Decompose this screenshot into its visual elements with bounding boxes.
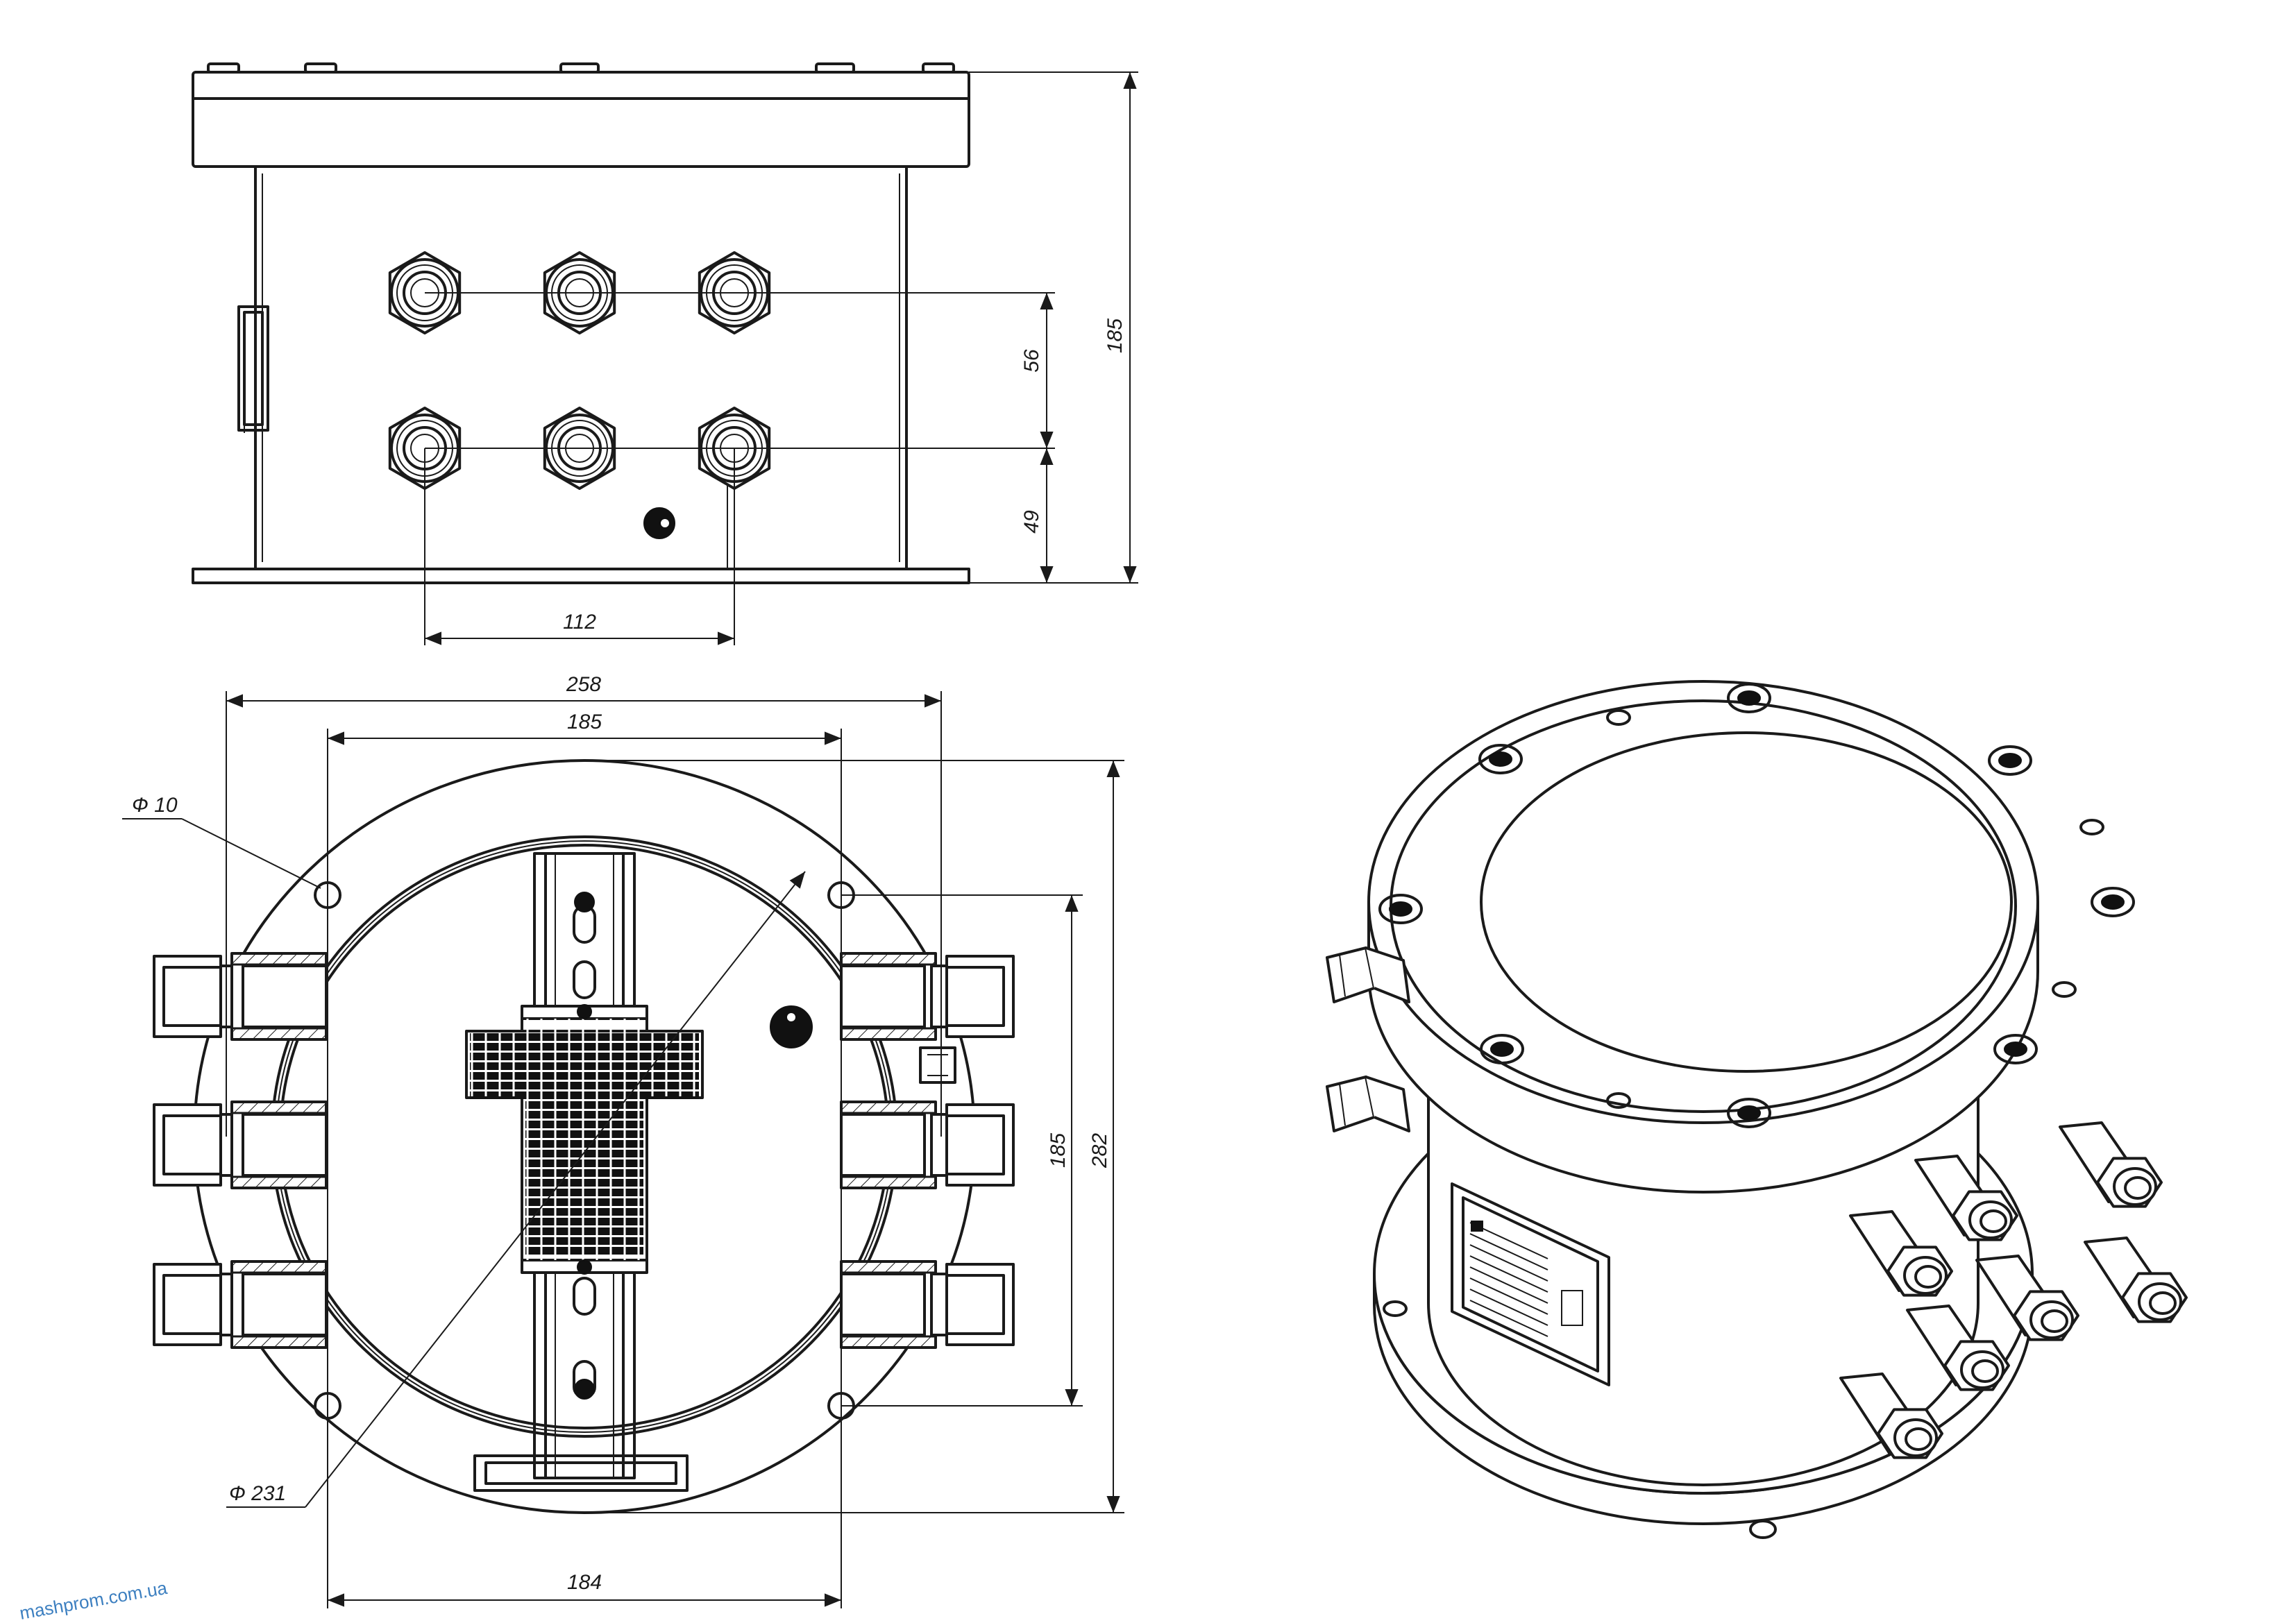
bottom-bracket [473, 1454, 689, 1492]
cable-gland [388, 407, 462, 490]
lid-hole [2079, 819, 2104, 835]
lid-bolt [1378, 894, 1423, 924]
lid-bolt [1993, 1034, 2038, 1064]
watermark-text: mashprom.com.ua [18, 1577, 169, 1623]
lid-bolt [2091, 887, 2135, 917]
iso-cable-gland [1326, 1076, 1410, 1132]
hole-diameter-label: Ф 10 [132, 794, 178, 817]
iso-cable-gland [2059, 1121, 2163, 1208]
cable-gland-right [840, 952, 1015, 1041]
lid-hole [1606, 709, 1631, 726]
dim-112-label: 112 [563, 611, 596, 634]
terminal-block [465, 1004, 704, 1275]
lid-bolt [1480, 1034, 1524, 1064]
iso-cable-gland [1906, 1305, 2010, 1391]
iso-cable-gland [1849, 1210, 1953, 1297]
cable-gland [388, 251, 462, 334]
lid-bolt [1478, 744, 1523, 774]
dim-258-label: 258 [566, 673, 601, 696]
cable-gland-left [153, 952, 328, 1041]
lid-bolt [1988, 745, 2032, 776]
nameplate [1451, 1182, 1610, 1386]
cable-gland-left [153, 1260, 328, 1349]
dim-49-label: 49 [1020, 510, 1043, 534]
cable-gland-right [840, 1101, 1015, 1189]
plan-side-lug [919, 1046, 956, 1084]
isometric-view [1326, 680, 2188, 1539]
iso-cable-gland [1326, 946, 1410, 1003]
plan-earth-screw [769, 1005, 813, 1048]
lid-bolt-heads [207, 62, 955, 74]
dim-56-label: 56 [1020, 349, 1043, 373]
cable-gland [543, 251, 616, 334]
lid-hole [2052, 981, 2077, 998]
nameplate-markings [1469, 1221, 1583, 1348]
cable-gland [543, 407, 616, 490]
earth-screw [643, 507, 676, 539]
cable-gland-left [153, 1101, 328, 1189]
dim-185-side-label: 185 [1047, 1133, 1070, 1168]
iso-cable-gland [2084, 1237, 2188, 1323]
body-diameter-label: Ф 231 [229, 1482, 286, 1505]
iso-cable-gland [1839, 1373, 1943, 1459]
lid-bolt [1727, 683, 1771, 713]
dim-185-front-label: 185 [1104, 318, 1126, 353]
front-view: 112 56 49 185 [192, 62, 1138, 645]
lid-bolts [1378, 683, 2135, 1128]
iso-cable-glands [1326, 946, 2188, 1459]
iso-cable-gland [1914, 1155, 2018, 1241]
lid-bolt [1727, 1098, 1771, 1128]
dim-282-label: 282 [1088, 1133, 1111, 1169]
front-cable-glands [388, 251, 771, 490]
plan-view: Ф 10 Ф 231 258 185 184 185 282 [122, 673, 1124, 1608]
cable-gland-right [840, 1260, 1015, 1349]
lid-hole [1606, 1092, 1631, 1109]
iso-cable-gland [1975, 1255, 2079, 1341]
dim-185-top-label: 185 [567, 711, 602, 733]
dim-184-label: 184 [567, 1571, 602, 1594]
